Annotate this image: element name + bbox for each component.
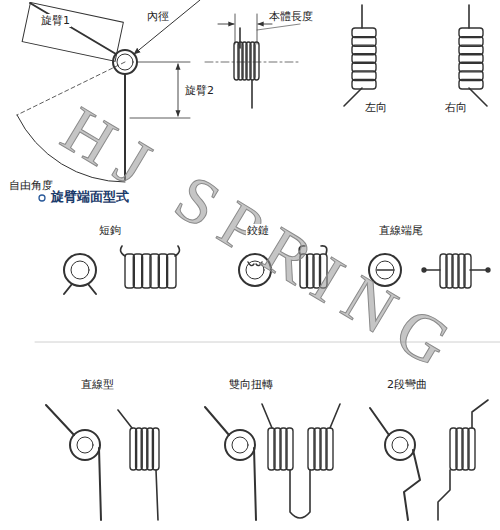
type-label: 短鉤 (98, 224, 122, 237)
arm (469, 88, 487, 106)
coil-inner (77, 437, 93, 453)
leader-line (257, 24, 300, 30)
coil-winding (152, 428, 159, 470)
straight-tail (424, 269, 488, 271)
short-hook (64, 284, 96, 294)
coil-winding (167, 254, 176, 288)
extension-line (130, 118, 190, 119)
direction-label: 右向 (444, 101, 468, 114)
coil-winding (286, 428, 293, 470)
type-label: 直線型 (80, 378, 115, 391)
arm (251, 80, 253, 108)
center-line (205, 62, 300, 63)
arm1-dimension-box (22, 2, 123, 61)
tail-end (486, 268, 490, 272)
two-step-bend-arm (438, 400, 488, 520)
double-torsion-arm (262, 404, 340, 518)
bullet (39, 195, 45, 201)
arm1 (30, 3, 116, 54)
extension-line (257, 14, 258, 44)
type-label: 2段彎曲 (386, 378, 428, 391)
type-label: 雙向扭轉 (228, 378, 274, 391)
arm2-dimension (178, 64, 179, 116)
extension-line (235, 14, 236, 44)
arm (468, 5, 470, 28)
free-angle-line (17, 62, 125, 115)
dimension-label: 自由角度 (8, 179, 54, 192)
direction-label: 左向 (364, 101, 388, 114)
coil-winding (459, 79, 483, 89)
coil-winding (468, 428, 475, 470)
coil-inner (71, 261, 89, 279)
type-label: 直線端尾 (378, 224, 424, 237)
coil-end (64, 254, 96, 286)
coil-winding (352, 79, 376, 89)
type-label: 鉸鏈 (246, 224, 270, 237)
straight-tail (377, 269, 393, 270)
coil-winding (254, 42, 259, 80)
body-length-dimension (218, 24, 234, 25)
coil-winding (326, 428, 333, 470)
watermark: HJ SPRING (52, 96, 472, 385)
dimension-label: 旋臂2 (184, 84, 215, 97)
two-step-bend-arm (370, 408, 420, 520)
body-length-dimension (258, 24, 272, 25)
arm (361, 5, 363, 28)
coil-inner (392, 437, 408, 453)
arm-label: 旋臂1 (40, 14, 71, 27)
section-heading: 旋臂端面型式 (50, 189, 130, 205)
straight-arm (46, 405, 101, 520)
inner-diameter-leader (134, 0, 200, 54)
dimension-label: 內徑 (146, 10, 170, 23)
coil-winding (464, 254, 471, 288)
straight-arm (118, 410, 158, 520)
straight-arm (205, 407, 256, 520)
coil-inner (232, 437, 248, 453)
dimension-label: 本體長度 (268, 10, 314, 23)
arm (344, 88, 362, 106)
extension-line (138, 62, 190, 63)
tail-end (422, 268, 426, 272)
